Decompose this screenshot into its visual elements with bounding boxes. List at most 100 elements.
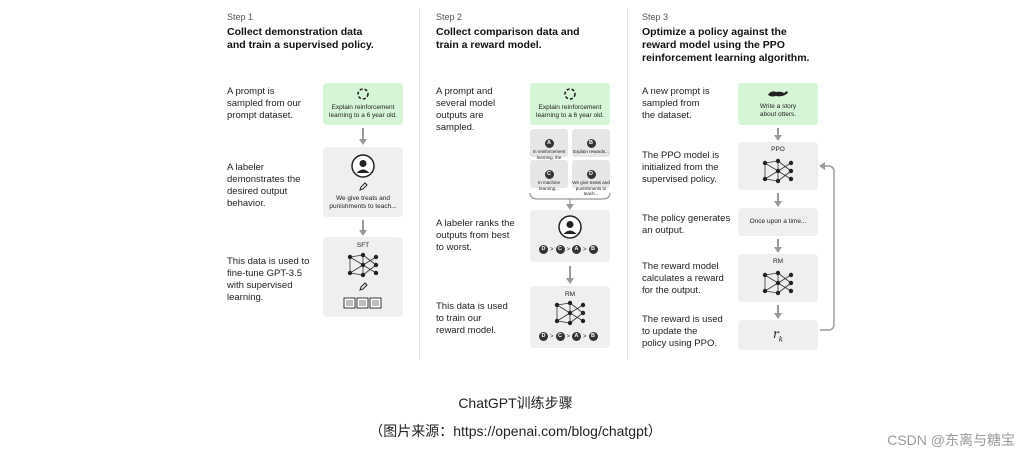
pencil-icon <box>359 282 368 291</box>
desc-line: This data is used <box>436 301 508 312</box>
output-line: We give treats and <box>572 180 610 185</box>
desc-line: policy using PPO. <box>642 338 717 349</box>
desc-line: several model <box>436 98 496 109</box>
desc-line: learning. <box>227 292 264 303</box>
desc-line: The reward model <box>642 261 719 272</box>
prompt-line: Explain reinforcement <box>331 104 395 111</box>
desc-line: desired output <box>227 186 288 197</box>
desc-line: A prompt and <box>436 86 493 97</box>
output-line: teach... <box>583 191 599 196</box>
reward-value: rk <box>738 327 818 343</box>
prompt-line: learning to a 6 year old. <box>329 112 397 119</box>
output-b: B Explain rewards... <box>572 129 610 157</box>
desc-line: prompt dataset. <box>227 110 294 121</box>
person-icon <box>351 154 375 178</box>
output-badge: D <box>586 170 596 179</box>
ranking-row: D> C> A> B <box>539 245 598 254</box>
desc-line: the dataset. <box>642 110 692 121</box>
step3-rm-box: RM <box>738 254 818 302</box>
arrow <box>569 266 571 279</box>
rank-badge: C <box>555 245 565 254</box>
output-a: A In reinforcement learning, the agent i… <box>530 129 568 165</box>
neural-net-icon <box>554 300 586 326</box>
step1-title-line: and train a supervised policy. <box>227 39 374 51</box>
step2-desc-2: A labeler ranks the outputs from best to… <box>436 218 515 254</box>
bracket-arrow <box>529 192 611 210</box>
output-line: In reinforcement <box>532 149 566 154</box>
desc-line: demonstrates the <box>227 174 301 185</box>
output-line: In machine <box>537 180 560 185</box>
step3-output-box: Once upon a time... <box>738 208 818 236</box>
desc-line: sampled. <box>436 122 475 133</box>
output-line: learning... <box>539 185 559 191</box>
rank-badge: D <box>539 332 548 341</box>
step3-ppo-box: PPO <box>738 142 818 190</box>
neural-net-icon <box>762 270 794 296</box>
step2-title: Collect comparison data and train a rewa… <box>436 26 616 52</box>
labeler-line: We give treats and <box>335 195 391 202</box>
output-line: punishments to <box>575 185 607 191</box>
step3-title: Optimize a policy against the reward mod… <box>642 26 842 65</box>
arrow-head <box>566 278 574 284</box>
step3-title-line: Optimize a policy against the <box>642 26 787 38</box>
cycle-icon <box>564 88 576 100</box>
step1-labeler-box: We give treats and punishments to teach.… <box>323 147 403 217</box>
desc-line: The reward is used <box>642 314 723 325</box>
desc-line: sampled from our <box>227 98 301 109</box>
desc-line: A labeler <box>227 162 264 173</box>
rank-badge: A <box>572 245 582 254</box>
desc-line: to update the <box>642 326 698 337</box>
arrow <box>777 128 779 136</box>
otter-icon <box>768 91 788 97</box>
step3-title-line: reinforcement learning algorithm. <box>642 52 810 64</box>
step1-desc-3: This data is used to fine-tune GPT-3.5 w… <box>227 256 309 304</box>
arrow-head <box>774 135 782 141</box>
step1-prompt-box: Explain reinforcement learning to a 6 ye… <box>323 83 403 125</box>
step3-reward-box: rk <box>738 320 818 350</box>
desc-line: The PPO model is <box>642 150 720 161</box>
arrow <box>777 193 779 202</box>
step3-prompt-box: Write a story about otters. <box>738 83 818 125</box>
arrow-head <box>774 313 782 319</box>
step2-desc-1: A prompt and several model outputs are s… <box>436 86 495 134</box>
output-line: Explain rewards... <box>573 149 609 154</box>
step2-title-line: Collect comparison data and <box>436 26 580 38</box>
step1-sft-box: SFT <box>323 237 403 317</box>
step1-desc-2: A labeler demonstrates the desired outpu… <box>227 162 300 210</box>
rm-label: RM <box>772 258 784 265</box>
step1-title-line: Collect demonstration data <box>227 26 363 38</box>
reward-subscript: k <box>778 335 783 344</box>
prompt-line: about otters. <box>759 111 797 118</box>
divider-2 <box>627 8 628 360</box>
arrow <box>362 220 364 231</box>
step2-desc-3: This data is used to train our reward mo… <box>436 301 508 337</box>
output-badge: B <box>586 139 596 148</box>
output-line: learning, the <box>536 154 562 160</box>
reward-symbol: r <box>773 327 779 341</box>
rank-badge: C <box>555 332 565 341</box>
desc-line: with supervised <box>227 280 293 291</box>
step2-ranking-box: D> C> A> B <box>530 210 610 262</box>
desc-line: supervised policy. <box>642 174 717 185</box>
arrow <box>777 305 779 314</box>
desc-line: to worst. <box>436 242 472 253</box>
ppo-label: PPO <box>771 146 785 153</box>
output-text: Once upon a time... <box>749 218 807 225</box>
desc-line: initialized from the <box>642 162 719 173</box>
caption-source: （图片来源：https://openai.com/blog/chatgpt） <box>369 423 662 439</box>
desc-line: A new prompt is <box>642 86 710 97</box>
desc-line: outputs from best <box>436 230 510 241</box>
step3-desc-1: A new prompt is sampled from the dataset… <box>642 86 710 122</box>
desc-line: calculates a reward <box>642 273 724 284</box>
document-icon <box>343 297 382 309</box>
step3-desc-2: The PPO model is initialized from the su… <box>642 150 719 186</box>
rm-label: RM <box>564 291 576 298</box>
output-c: C In machine learning... <box>530 160 568 191</box>
step3-title-line: reward model using the PPO <box>642 39 785 51</box>
step1-desc-1: A prompt is sampled from our prompt data… <box>227 86 301 122</box>
person-icon <box>558 215 582 239</box>
output-badge: C <box>544 170 554 179</box>
desc-line: The policy generates <box>642 213 731 224</box>
desc-line: A labeler ranks the <box>436 218 515 229</box>
desc-line: reward model. <box>436 325 497 336</box>
